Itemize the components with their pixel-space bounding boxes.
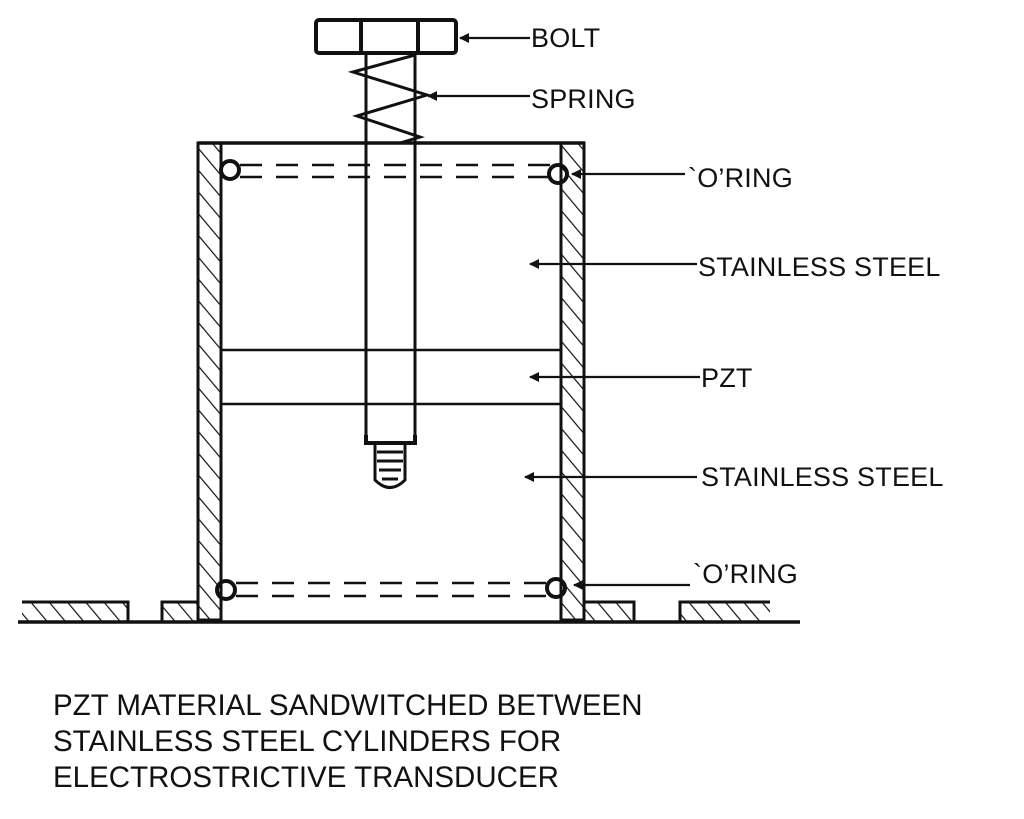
o-ring-bottom — [215, 577, 567, 601]
caption-line-3: ELECTROSTRICTIVE TRANSDUCER — [53, 761, 559, 794]
label-pzt: PZT — [701, 363, 753, 393]
label-stainless-steel-bottom: STAINLESS STEEL — [701, 462, 944, 492]
label-spring: SPRING — [531, 84, 636, 114]
o-ring-top — [219, 159, 569, 185]
leader-lines — [427, 33, 700, 590]
left-wall — [196, 141, 223, 622]
right-wall — [559, 141, 586, 622]
caption-line-2: STAINLESS STEEL CYLINDERS FOR — [53, 725, 562, 758]
bolt — [314, 18, 458, 489]
label-o-ring-top: `O’RING — [688, 163, 793, 193]
label-stainless-steel-top: STAINLESS STEEL — [698, 252, 941, 282]
base-plate — [18, 600, 800, 624]
figure-caption: PZT MATERIAL SANDWITCHED BETWEEN STAINLE… — [53, 688, 643, 796]
pzt-layer — [221, 348, 561, 406]
label-o-ring-bottom: `O’RING — [693, 559, 798, 589]
caption-line-1: PZT MATERIAL SANDWITCHED BETWEEN — [53, 689, 643, 722]
label-bolt: BOLT — [531, 23, 601, 53]
spring — [347, 53, 433, 145]
